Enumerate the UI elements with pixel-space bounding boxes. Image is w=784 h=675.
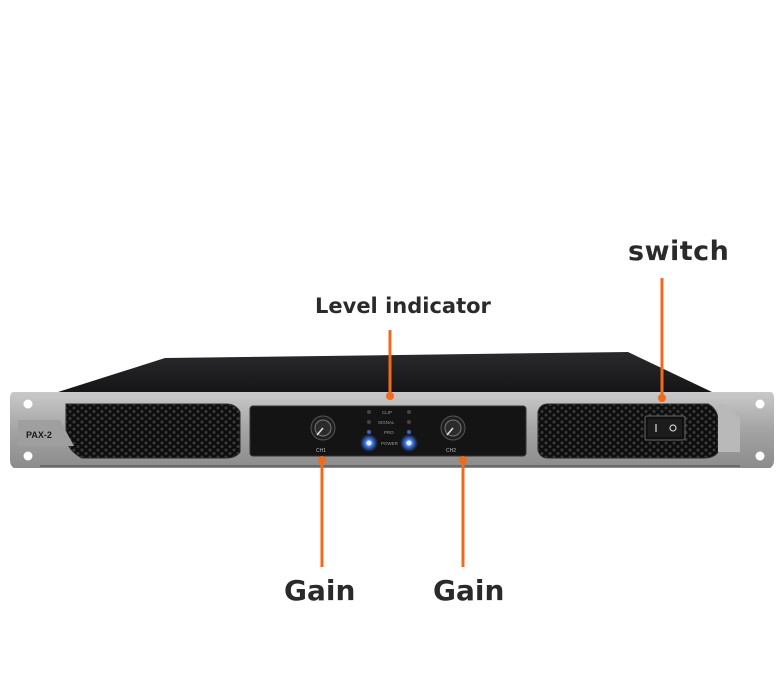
level-indicator-leds: CLIP SIGNAL PRO POWER <box>360 410 418 452</box>
svg-text:SIGNAL: SIGNAL <box>378 420 395 425</box>
rack-hole-left-bottom <box>23 451 33 461</box>
svg-text:CLIP: CLIP <box>382 410 392 415</box>
power-switch <box>644 415 686 441</box>
gain-knob-ch2 <box>440 415 466 441</box>
right-end-cap <box>718 404 740 452</box>
vent-right <box>537 403 719 459</box>
callout-lines <box>318 278 666 567</box>
svg-text:CH2: CH2 <box>446 448 456 454</box>
svg-text:CH1: CH1 <box>316 448 326 454</box>
level-indicator-label: Level indicator <box>315 294 491 318</box>
gain-label-left: Gain <box>284 574 356 607</box>
svg-text:POWER: POWER <box>381 441 399 446</box>
gain-knob-ch1 <box>310 415 336 441</box>
model-plate <box>18 420 74 446</box>
rack-hole-right-top <box>755 399 765 409</box>
rack-hole-left-top <box>23 399 33 409</box>
svg-text:PRO: PRO <box>384 430 394 435</box>
switch-label: switch <box>628 236 730 267</box>
gain-label-right: Gain <box>433 574 505 607</box>
rack-hole-right-bottom <box>755 451 765 461</box>
top-cover <box>58 352 712 392</box>
vent-left <box>65 403 241 459</box>
model-label: PAX-2 <box>26 430 52 440</box>
